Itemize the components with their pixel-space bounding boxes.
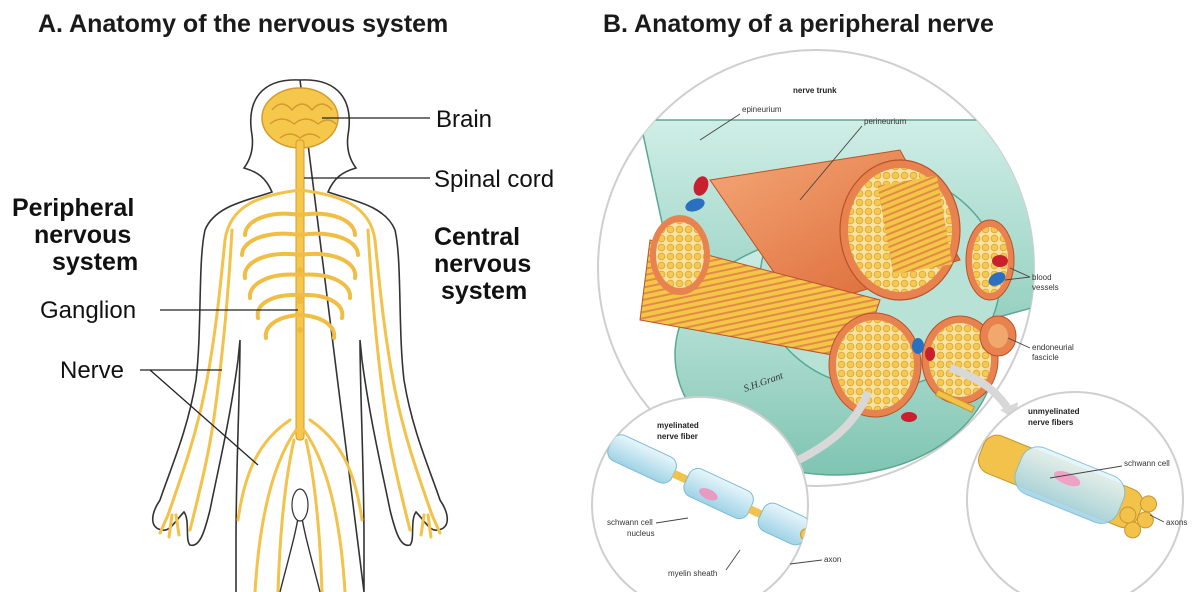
label-myelin-sheath: myelin sheath (668, 569, 717, 578)
label-cns-1: Central (434, 223, 520, 251)
label-endoneurial-1: endoneurial (1032, 343, 1074, 352)
label-pns-1: Peripheral (12, 194, 134, 222)
label-cns-2: nervous (434, 250, 531, 278)
unmyelinated-fiber-inset (967, 392, 1183, 592)
label-endoneurial-2: fascicle (1032, 353, 1059, 362)
label-brain: Brain (436, 106, 492, 133)
label-schwann-nucleus-1: schwann cell (607, 518, 653, 527)
label-blood-2: vessels (1032, 283, 1059, 292)
label-pns-2: nervous (34, 221, 131, 249)
spinal-cord (296, 140, 304, 440)
label-myelinated-1: myelinated (657, 421, 699, 430)
label-ganglion: Ganglion (40, 297, 136, 324)
human-figure (153, 80, 448, 592)
label-cns-3: system (441, 277, 527, 305)
label-myelinated-2: nerve fiber (657, 432, 698, 441)
label-perineurium: perineurium (864, 117, 907, 126)
label-unmyelinated-2: nerve fibers (1028, 418, 1074, 427)
label-epineurium: epineurium (742, 105, 782, 114)
label-axons: axons (1166, 518, 1187, 527)
label-nerve-trunk: nerve trunk (793, 86, 837, 95)
label-blood-1: blood (1032, 273, 1052, 282)
label-unmyelinated-1: unmyelinated (1028, 407, 1080, 416)
label-schwann-cell: schwann cell (1124, 459, 1170, 468)
label-spinal-cord: Spinal cord (434, 166, 554, 193)
label-axon: axon (824, 555, 841, 564)
label-pns-3: system (52, 248, 138, 276)
label-nerve: Nerve (60, 357, 124, 384)
label-schwann-nucleus-2: nucleus (627, 529, 655, 538)
